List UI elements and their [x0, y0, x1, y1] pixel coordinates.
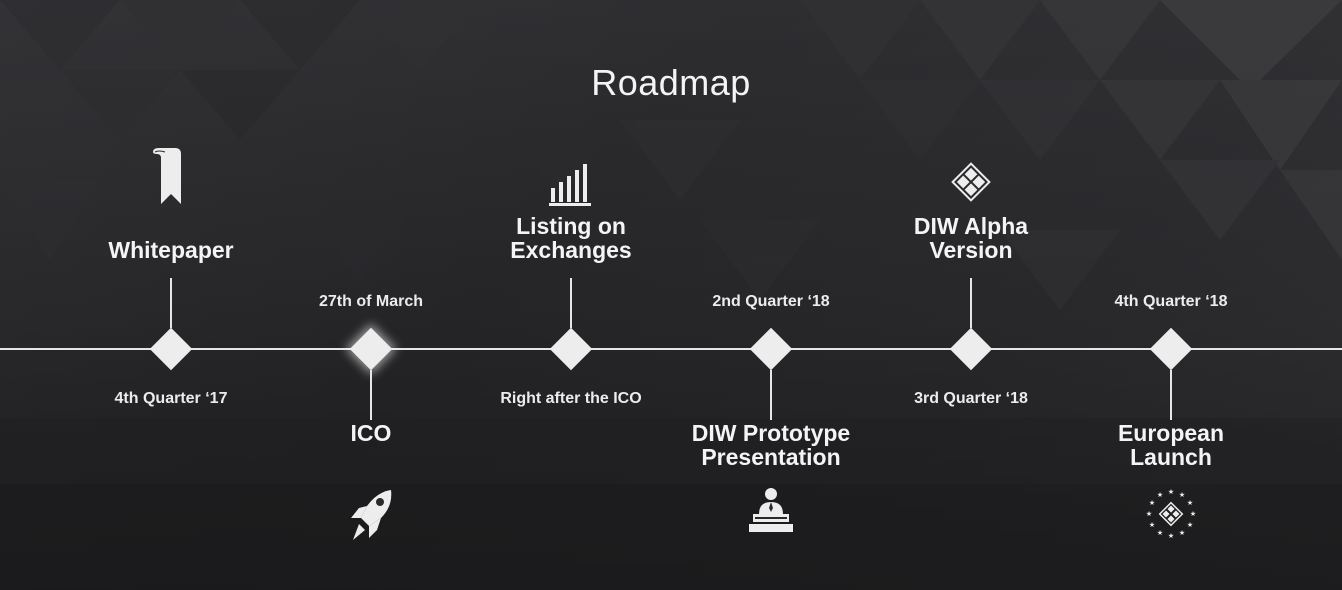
eu-stars-icon: ★ ★ ★ ★ ★ ★ ★ ★ ★ ★ ★ ★: [1145, 488, 1197, 540]
svg-text:★: ★: [1157, 491, 1163, 499]
svg-text:★: ★: [1146, 510, 1152, 518]
milestone-heading: European Launch: [1117, 420, 1225, 470]
svg-text:★: ★: [1157, 529, 1163, 537]
milestone-heading: Whitepaper: [108, 237, 234, 263]
milestone-date: Right after the ICO: [500, 390, 642, 407]
svg-text:★: ★: [1179, 529, 1185, 537]
svg-text:★: ★: [1168, 532, 1174, 540]
milestone-stem: [570, 278, 572, 328]
page-title: Roadmap: [591, 62, 751, 103]
podium-speaker-icon: [747, 486, 795, 534]
svg-text:★: ★: [1187, 521, 1193, 529]
milestone-stem: [770, 370, 772, 420]
diamond-grid-icon: [951, 162, 991, 202]
svg-text:★: ★: [1179, 491, 1185, 499]
svg-text:★: ★: [1190, 510, 1196, 518]
milestone-heading: ICO: [350, 420, 392, 446]
svg-text:★: ★: [1187, 499, 1193, 507]
milestone-stem: [370, 370, 372, 420]
milestone-stem: [1170, 370, 1172, 420]
milestone-stem: [970, 278, 972, 328]
milestone-date: 3rd Quarter ‘18: [914, 390, 1028, 407]
rocket-icon: [347, 488, 395, 546]
timeline-line: [0, 348, 1342, 350]
bookmark-icon: [151, 148, 191, 206]
svg-text:★: ★: [1168, 488, 1174, 496]
milestone-heading: DIW Alpha Version: [913, 213, 1029, 263]
milestone-stem: [170, 278, 172, 328]
bar-chart-icon: [549, 164, 593, 206]
milestone-date: 27th of March: [318, 293, 423, 310]
svg-text:★: ★: [1149, 521, 1155, 529]
milestone-heading: DIW Prototype Presentation: [691, 420, 851, 470]
svg-text:★: ★: [1149, 499, 1155, 507]
milestone-date: 4th Quarter ‘18: [1114, 293, 1228, 310]
milestone-date: 4th Quarter ‘17: [114, 390, 228, 407]
milestone-date: 2nd Quarter ‘18: [712, 293, 830, 310]
milestone-heading: Listing on Exchanges: [510, 213, 632, 263]
